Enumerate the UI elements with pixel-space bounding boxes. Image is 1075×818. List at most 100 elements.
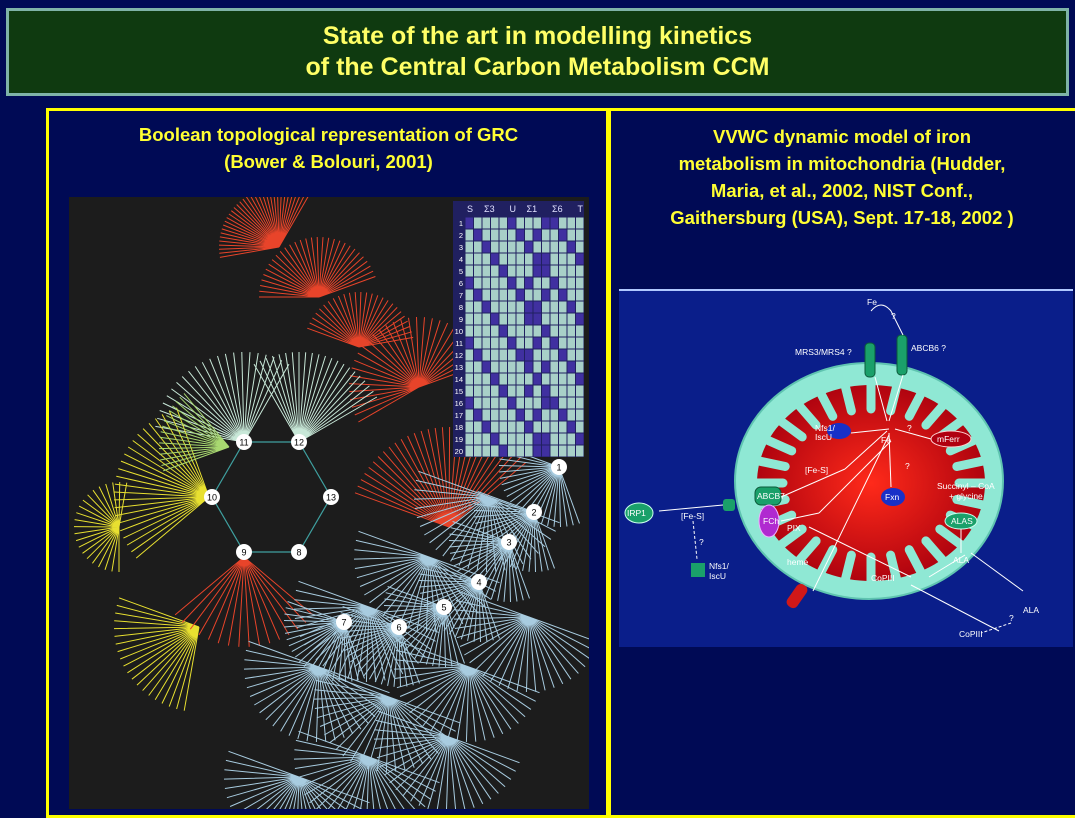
matrix-cell: [576, 242, 584, 253]
matrix-cell: [542, 314, 550, 325]
matrix-cell: [500, 254, 508, 265]
matrix-cell: [534, 338, 542, 349]
hub-node-label: 9: [241, 548, 246, 558]
matrix-cell: [559, 338, 567, 349]
matrix-cell: [568, 314, 576, 325]
matrix-cell: [517, 266, 525, 277]
matrix-cell: [576, 326, 584, 337]
matrix-cell: [483, 326, 491, 337]
label-mrs: MRS3/MRS4 ?: [795, 347, 852, 357]
matrix-cell: [568, 434, 576, 445]
matrix-cell: [466, 218, 474, 229]
matrix-cell: [559, 398, 567, 409]
matrix-cell: [500, 398, 508, 409]
matrix-cell: [508, 422, 516, 433]
hub-node-label: 10: [207, 493, 217, 503]
label-pix: PIX: [787, 523, 801, 533]
matrix-cell: [508, 266, 516, 277]
matrix-cell: [534, 314, 542, 325]
matrix-cell: [500, 290, 508, 301]
matrix-cell: [568, 422, 576, 433]
label-ala-out: ALA: [1023, 605, 1039, 615]
matrix-cell: [576, 374, 584, 385]
matrix-cell: [525, 230, 533, 241]
matrix-cell: [517, 422, 525, 433]
matrix-cell: [568, 254, 576, 265]
matrix-cell: [500, 338, 508, 349]
left-title-line-2: (Bower & Bolouri, 2001): [49, 148, 608, 175]
matrix-cell: [517, 290, 525, 301]
matrix-cell: [500, 446, 508, 457]
matrix-cell: [576, 410, 584, 421]
label-mferr: mFerr: [937, 434, 960, 444]
matrix-cell: [551, 350, 559, 361]
matrix-cell: [534, 254, 542, 265]
matrix-cell: [483, 254, 491, 265]
matrix-cell: [559, 386, 567, 397]
chain-node-label: 3: [506, 538, 511, 548]
matrix-cell: [534, 278, 542, 289]
matrix-cell: [474, 422, 482, 433]
matrix-cell: [559, 350, 567, 361]
yellow-fan: [114, 598, 199, 711]
matrix-cell: [500, 314, 508, 325]
label-abcb7: ABCB7: [757, 491, 785, 501]
matrix-cell: [534, 242, 542, 253]
matrix-cell: [466, 446, 474, 457]
crista: [846, 555, 852, 578]
matrix-cell: [508, 446, 516, 457]
matrix-cell: [508, 362, 516, 373]
matrix-cell: [508, 242, 516, 253]
matrix-row-label: 10: [455, 327, 463, 336]
matrix-cell: [559, 326, 567, 337]
red-fan: [219, 197, 309, 257]
matrix-cell: [491, 362, 499, 373]
matrix-cell: [542, 338, 550, 349]
matrix-row-label: 17: [455, 411, 463, 420]
matrix-cell: [500, 374, 508, 385]
label-q5: ?: [1009, 613, 1014, 623]
matrix-cell: [508, 314, 516, 325]
matrix-row-label: 19: [455, 435, 463, 444]
matrix-cell: [576, 230, 584, 241]
matrix-cell: [542, 374, 550, 385]
label-q4: ?: [699, 537, 704, 547]
matrix-cell: [559, 302, 567, 313]
matrix-cell: [517, 242, 525, 253]
chain-node-label: 5: [441, 603, 446, 613]
matrix-cell: [534, 386, 542, 397]
label-nfs-out: Nfs1/: [709, 561, 729, 571]
matrix-cell: [576, 434, 584, 445]
matrix-cell: [542, 278, 550, 289]
matrix-cell: [483, 374, 491, 385]
matrix-cell: [466, 422, 474, 433]
matrix-cell: [551, 338, 559, 349]
matrix-cell: [517, 338, 525, 349]
right-panel: VVWC dynamic model of iron metabolism in…: [606, 108, 1075, 818]
matrix-cell: [483, 398, 491, 409]
chain-node-label: 2: [531, 508, 536, 518]
matrix-row-label: 3: [459, 243, 463, 252]
right-title-line-1: VVWC dynamic model of iron: [617, 123, 1067, 150]
matrix-cell: [483, 338, 491, 349]
matrix-cell: [491, 230, 499, 241]
matrix-cell: [551, 398, 559, 409]
matrix-cell: [483, 422, 491, 433]
matrix-cell: [508, 410, 516, 421]
matrix-cell: [483, 434, 491, 445]
matrix-cell: [466, 278, 474, 289]
matrix-cell: [559, 242, 567, 253]
matrix-cell: [466, 302, 474, 313]
matrix-cell: [500, 302, 508, 313]
matrix-cell: [568, 398, 576, 409]
matrix-cell: [576, 218, 584, 229]
matrix-cell: [491, 398, 499, 409]
label-copiii-out: CoPIII: [959, 629, 983, 639]
matrix-cell: [559, 218, 567, 229]
matrix-cell: [508, 398, 516, 409]
matrix-cell: [551, 290, 559, 301]
matrix-cell: [525, 314, 533, 325]
matrix-cell: [568, 350, 576, 361]
label-abcb6: ABCB6 ?: [911, 343, 946, 353]
matrix-cell: [500, 242, 508, 253]
